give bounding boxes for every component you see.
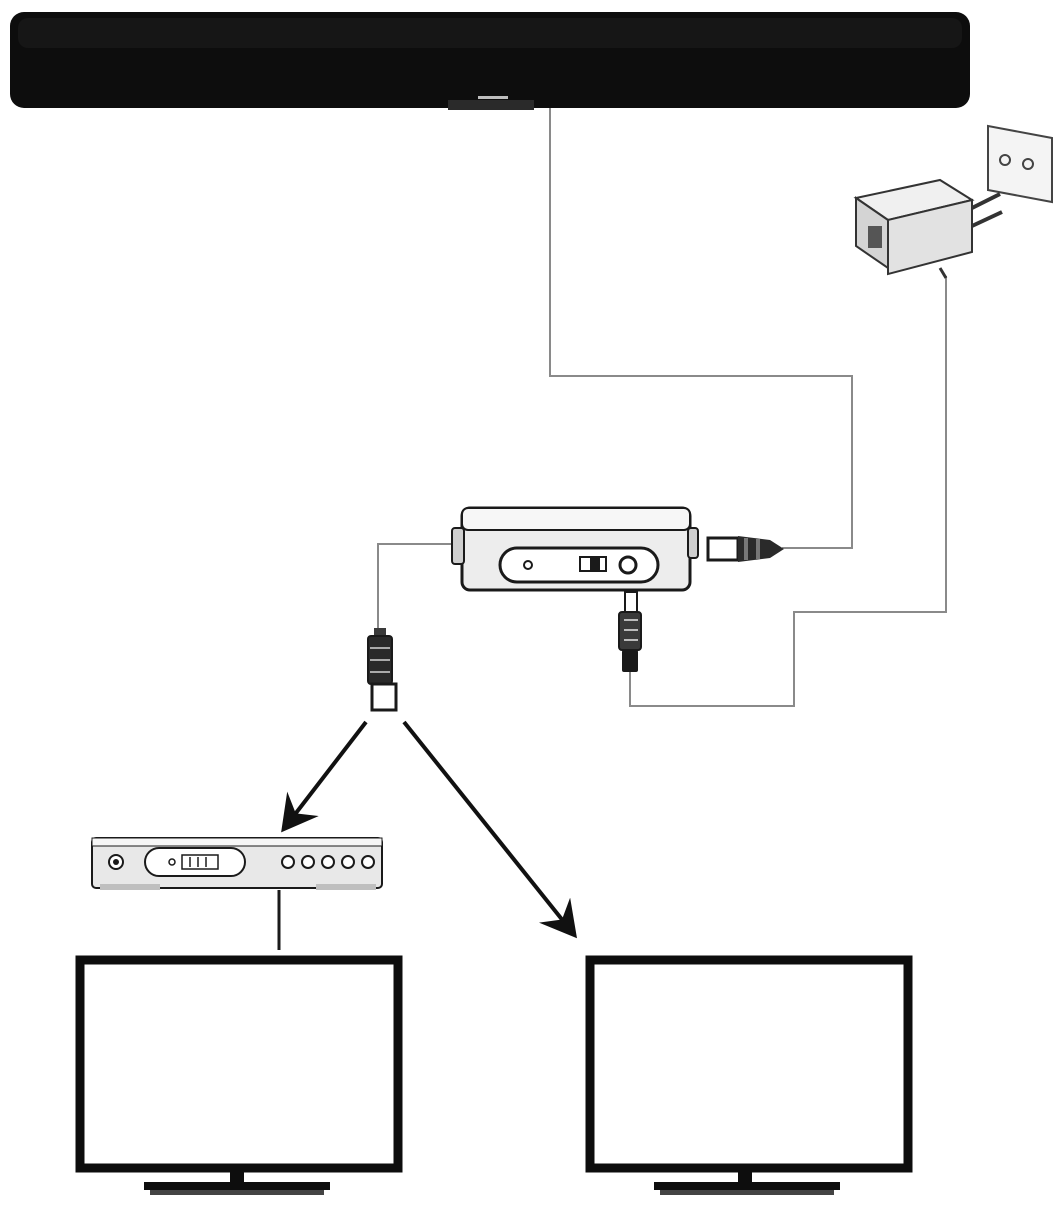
power-adapter — [853, 178, 1003, 279]
power-cable — [629, 276, 947, 707]
coax-plug — [706, 536, 784, 562]
stb-display — [181, 854, 219, 870]
coax-splitter-plug — [367, 628, 398, 712]
arrows — [281, 720, 577, 939]
dc-plug — [618, 591, 642, 672]
tv-right — [585, 955, 913, 1195]
amplifier-box — [451, 506, 699, 592]
arrow-to-tv-right — [402, 720, 577, 939]
tv-left — [75, 955, 403, 1195]
set-top-box — [91, 837, 383, 890]
antenna-cable — [549, 108, 853, 549]
antenna-logo — [478, 96, 508, 99]
antenna-bar — [10, 12, 970, 110]
output-cable — [377, 543, 456, 632]
arrow-to-set-top-box — [281, 720, 368, 833]
wires — [277, 108, 947, 950]
wall-socket — [987, 124, 1053, 204]
